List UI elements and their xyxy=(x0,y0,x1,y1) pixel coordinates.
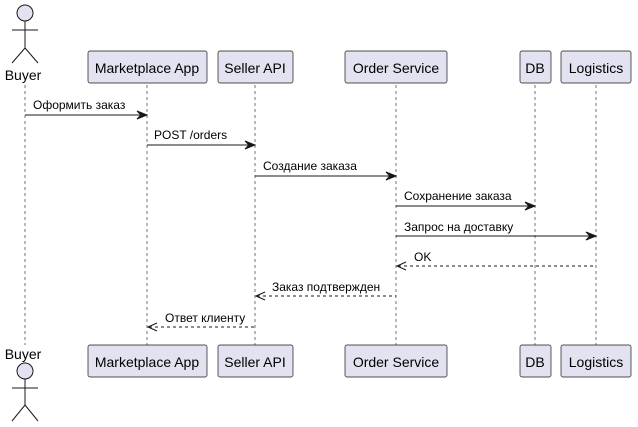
actor-icon xyxy=(11,4,39,64)
participant-db-top: DB xyxy=(519,50,552,84)
actor-buyer-bottom: Buyer xyxy=(5,346,42,422)
arrowhead-icon xyxy=(254,291,266,301)
arrowhead-icon xyxy=(136,110,149,120)
participant-seller-api-bottom: Seller API xyxy=(217,344,294,378)
message-label: Оформить заказ xyxy=(33,98,126,112)
actor-label: Buyer xyxy=(5,346,42,362)
message-4: Сохранение заказа xyxy=(396,189,537,211)
participant-label: Order Service xyxy=(353,354,440,370)
participant-label: DB xyxy=(525,60,544,76)
participant-label: Seller API xyxy=(224,354,285,370)
participant-label: Marketplace App xyxy=(95,60,199,76)
participant-db-bottom: DB xyxy=(519,344,552,378)
message-1: Оформить заказ xyxy=(25,98,149,120)
message-3: Создание заказа xyxy=(255,159,398,181)
message-5: Запрос на доставку xyxy=(396,220,598,241)
message-7: Заказ подтвержден xyxy=(254,280,396,301)
arrowhead-icon xyxy=(385,171,398,181)
message-label: OK xyxy=(414,250,431,264)
participant-marketplace-app-bottom: Marketplace App xyxy=(87,344,208,378)
message-label: POST /orders xyxy=(154,128,227,142)
participant-label: Marketplace App xyxy=(95,354,199,370)
message-label: Запрос на доставку xyxy=(404,220,513,234)
message-label: Заказ подтвержден xyxy=(272,280,380,294)
actor-buyer-top: Buyer xyxy=(5,4,42,83)
message-8: Ответ клиенту xyxy=(146,311,255,332)
participant-label: Logistics xyxy=(569,60,623,76)
participant-label: DB xyxy=(525,354,544,370)
participant-order-service-bottom: Order Service xyxy=(344,344,448,378)
participant-label: Logistics xyxy=(569,354,623,370)
participant-seller-api-top: Seller API xyxy=(217,50,294,84)
message-2: POST /orders xyxy=(147,128,257,150)
message-6: OK xyxy=(395,250,596,271)
message-label: Создание заказа xyxy=(263,159,357,173)
arrowhead-icon xyxy=(585,231,598,241)
participant-order-service-top: Order Service xyxy=(344,50,448,84)
arrowhead-icon xyxy=(395,261,407,271)
participant-label: Order Service xyxy=(353,60,440,76)
participant-label: Seller API xyxy=(224,60,285,76)
participant-logistics-bottom: Logistics xyxy=(560,344,632,378)
message-label: Ответ клиенту xyxy=(165,311,245,325)
actor-label: Buyer xyxy=(5,67,42,83)
participant-logistics-top: Logistics xyxy=(560,50,632,84)
participant-marketplace-app-top: Marketplace App xyxy=(87,50,208,84)
lifelines xyxy=(24,85,597,345)
actor-icon xyxy=(11,362,39,422)
arrowhead-icon xyxy=(146,322,158,332)
arrowhead-icon xyxy=(244,140,257,150)
arrowhead-icon xyxy=(524,201,537,211)
message-label: Сохранение заказа xyxy=(404,189,512,203)
